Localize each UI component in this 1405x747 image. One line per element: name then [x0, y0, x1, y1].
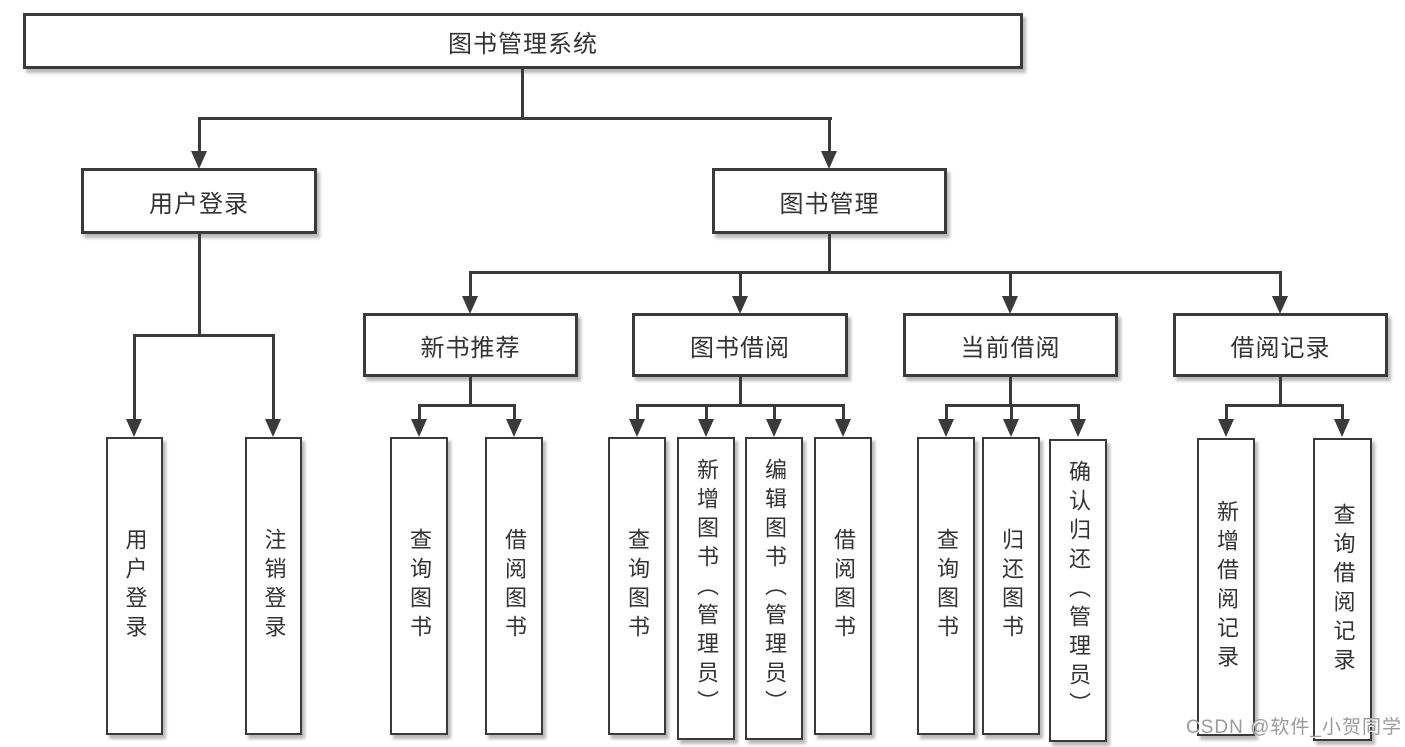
node-label: 用户登录 — [149, 190, 249, 218]
leaf-borrow-books-1: 借阅图书 — [485, 437, 543, 735]
connector-line — [198, 234, 201, 337]
node-current-borrowing: 当前借阅 — [903, 313, 1118, 377]
connector-line — [1225, 404, 1228, 420]
arrow-down-icon — [462, 296, 478, 314]
arrow-down-icon — [1002, 296, 1018, 314]
node-label: 借阅图书 — [502, 528, 527, 644]
arrow-down-icon — [1003, 419, 1019, 437]
connector-line — [1077, 404, 1080, 420]
node-label: 编辑图书（管理员） — [762, 458, 787, 719]
arrow-down-icon — [766, 419, 782, 437]
leaf-query-books-1: 查询图书 — [390, 437, 448, 735]
arrow-down-icon — [506, 419, 522, 437]
connector-line — [842, 404, 845, 420]
connector-line — [133, 334, 275, 337]
arrow-down-icon — [732, 296, 748, 314]
node-label: 归还图书 — [999, 528, 1024, 644]
leaf-query-books-3: 查询图书 — [917, 437, 975, 735]
connector-line — [739, 271, 742, 299]
arrow-down-icon — [821, 151, 837, 169]
node-label: 图书借阅 — [690, 334, 790, 362]
node-label: 当前借阅 — [960, 334, 1061, 362]
node-label: 图书管理 — [779, 190, 880, 218]
connector-line — [513, 404, 516, 420]
arrow-down-icon — [411, 419, 427, 437]
node-label: 确认归还（管理员） — [1066, 460, 1091, 721]
leaf-query-borrow-record: 查询借阅记录 — [1313, 438, 1372, 741]
connector-line — [636, 404, 844, 407]
connector-line — [739, 377, 742, 407]
node-user-login: 用户登录 — [81, 168, 317, 234]
connector-line — [773, 404, 776, 420]
node-book-management: 图书管理 — [712, 168, 947, 234]
arrow-down-icon — [1070, 419, 1086, 437]
arrow-down-icon — [191, 151, 207, 169]
connector-line — [1009, 271, 1012, 299]
connector-line — [636, 404, 639, 420]
node-label: 新增借阅记录 — [1214, 500, 1239, 674]
leaf-query-books-2: 查询图书 — [608, 437, 666, 735]
connector-line — [418, 404, 421, 420]
connector-line — [133, 334, 136, 422]
arrow-down-icon — [938, 419, 954, 437]
connector-line — [469, 271, 1282, 274]
connector-line — [1225, 404, 1344, 407]
connector-line — [1010, 404, 1013, 420]
leaf-add-books-admin: 新增图书（管理员） — [677, 437, 735, 740]
node-book-borrowing: 图书借阅 — [632, 313, 848, 377]
node-new-book-recommend: 新书推荐 — [363, 313, 578, 377]
leaf-edit-books-admin: 编辑图书（管理员） — [745, 437, 803, 740]
arrow-down-icon — [698, 419, 714, 437]
node-label: 查询图书 — [407, 528, 432, 644]
connector-line — [828, 234, 831, 274]
connector-line — [705, 404, 708, 420]
arrow-down-icon — [1334, 419, 1350, 437]
node-label: 新增图书（管理员） — [694, 458, 719, 719]
arrow-down-icon — [1218, 419, 1234, 437]
node-borrowing-records: 借阅记录 — [1173, 313, 1388, 377]
connector-line — [828, 117, 831, 153]
connector-line — [1279, 377, 1282, 407]
connector-line — [521, 68, 524, 119]
node-library-management-system: 图书管理系统 — [23, 13, 1023, 69]
node-label: 查询图书 — [934, 528, 959, 644]
arrow-down-icon — [1272, 296, 1288, 314]
connector-line — [469, 377, 472, 407]
csdn-watermark: CSDN @软件_小贺同学 — [1186, 717, 1402, 738]
connector-line — [1009, 377, 1012, 407]
node-label: 查询图书 — [625, 528, 650, 644]
node-label: 新书推荐 — [420, 334, 521, 362]
connector-line — [198, 117, 201, 153]
leaf-user-login: 用户登录 — [106, 437, 163, 735]
node-label: 图书管理系统 — [448, 30, 598, 58]
connector-line — [418, 404, 516, 407]
leaf-logout: 注销登录 — [245, 437, 302, 735]
leaf-confirm-return-admin: 确认归还（管理员） — [1049, 439, 1107, 742]
connector-line — [1279, 271, 1282, 299]
leaf-add-borrow-record: 新增借阅记录 — [1197, 438, 1255, 736]
arrow-down-icon — [126, 419, 142, 437]
arrow-down-icon — [835, 419, 851, 437]
connector-line — [198, 117, 832, 120]
arrow-down-icon — [265, 419, 281, 437]
node-label: 用户登录 — [122, 528, 148, 644]
node-label: 注销登录 — [261, 528, 287, 644]
node-label: 查询借阅记录 — [1330, 502, 1356, 677]
connector-line — [1341, 404, 1344, 420]
connector-line — [469, 271, 472, 299]
connector-line — [272, 334, 275, 422]
node-label: 借阅图书 — [831, 528, 856, 644]
leaf-borrow-books-2: 借阅图书 — [814, 437, 872, 735]
node-label: 借阅记录 — [1230, 334, 1331, 362]
arrow-down-icon — [629, 419, 645, 437]
leaf-return-books: 归还图书 — [982, 437, 1040, 735]
connector-line — [945, 404, 948, 420]
